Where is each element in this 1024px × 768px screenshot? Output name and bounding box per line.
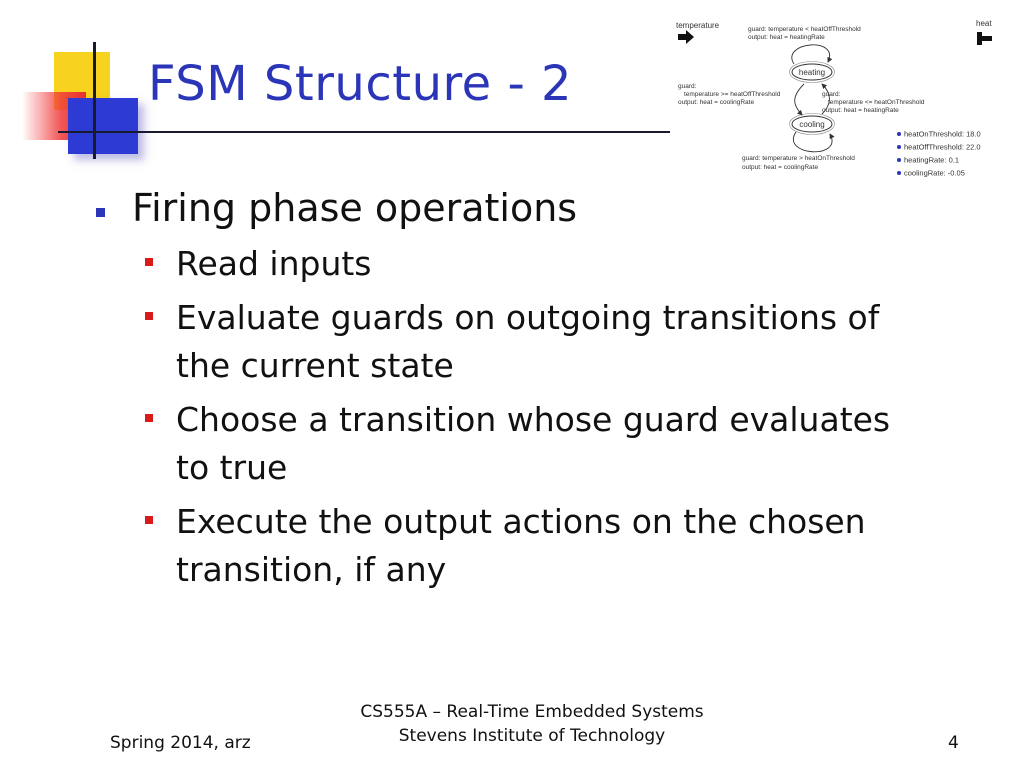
transition-cooling-to-heating — [821, 83, 830, 115]
parameter-heat-on-threshold: heatOnThreshold: 18.0 — [904, 130, 981, 139]
parameter-bullet — [897, 158, 901, 162]
fsm-diagram: temperature heat guard: temperature < he… — [676, 19, 992, 178]
decor-vertical-line — [93, 42, 96, 159]
bullet-level1-text: Firing phase operations — [132, 186, 578, 230]
state-cooling-ring — [789, 113, 835, 135]
input-port-arrow-icon — [678, 30, 694, 44]
parameter-bullet — [897, 132, 901, 136]
parameter-heat-off-threshold: heatOffThreshold: 22.0 — [904, 143, 981, 152]
bullet-square-icon — [145, 516, 153, 524]
bullet-level2: Execute the output actions on the chosen… — [90, 498, 930, 594]
bullet-list: Firing phase operations Read inputs Eval… — [90, 182, 930, 594]
transition-top-guard: guard: temperature < heatOffThreshold — [748, 26, 861, 33]
bullet-level2-text: Evaluate guards on outgoing transitions … — [176, 298, 880, 385]
title-underline — [58, 131, 670, 133]
decor-blue-square — [68, 98, 138, 154]
transition-cooling-self — [793, 131, 835, 153]
bullet-level2-text: Choose a transition whose guard evaluate… — [176, 400, 891, 487]
footer-institution: Stevens Institute of Technology — [398, 726, 666, 746]
parameter-bullet — [897, 171, 901, 175]
transition-bottom-output: output: heat = coolingRate — [742, 164, 818, 171]
footer-course: CS555A – Real-Time Embedded Systems Stev… — [312, 700, 752, 748]
parameter-heating-rate: heatingRate: 0.1 — [904, 156, 959, 165]
transition-left-guard-1: guard: — [678, 83, 697, 90]
state-cooling-label: cooling — [799, 120, 824, 129]
state-heating-ring — [789, 61, 835, 83]
input-port-label: temperature — [676, 21, 720, 30]
bullet-level2-text: Execute the output actions on the chosen… — [176, 502, 866, 589]
bullet-square-icon — [145, 414, 153, 422]
bullet-level1: Firing phase operations — [90, 182, 930, 234]
transition-right-guard-2: temperature <= heatOnThreshold — [828, 99, 925, 106]
transition-left-output: output: heat = coolingRate — [678, 99, 754, 106]
bullet-level2: Choose a transition whose guard evaluate… — [90, 396, 930, 492]
state-cooling — [791, 115, 833, 133]
state-heating — [791, 63, 833, 81]
output-port-arrow-icon — [977, 32, 992, 45]
bullet-level2: Evaluate guards on outgoing transitions … — [90, 294, 930, 390]
bullet-square-icon — [96, 208, 105, 217]
slide-title: FSM Structure - 2 — [148, 56, 573, 112]
transition-left-guard-2: temperature >= heatOffThreshold — [684, 91, 781, 98]
transition-heating-to-cooling — [794, 83, 805, 116]
state-heating-label: heating — [799, 68, 825, 77]
bullet-level2: Read inputs — [90, 240, 930, 288]
bullet-level2-text: Read inputs — [176, 244, 372, 283]
bullet-square-icon — [145, 258, 153, 266]
footer-date-author: Spring 2014, arz — [110, 733, 251, 753]
parameter-bullet — [897, 145, 901, 149]
bullet-square-icon — [145, 312, 153, 320]
output-port-label: heat — [976, 19, 992, 28]
transition-right-output: output: heat = heatingRate — [822, 107, 899, 114]
page-number: 4 — [948, 733, 959, 753]
transition-top-output: output: heat = heatingRate — [748, 34, 825, 41]
transition-heating-self — [791, 44, 833, 65]
parameter-cooling-rate: coolingRate: -0.05 — [904, 169, 965, 178]
transition-right-guard-1: guard: — [822, 91, 841, 98]
transition-bottom-guard: guard: temperature > heatOnThreshold — [742, 155, 855, 162]
footer-course-title: CS555A – Real-Time Embedded Systems — [360, 702, 704, 722]
